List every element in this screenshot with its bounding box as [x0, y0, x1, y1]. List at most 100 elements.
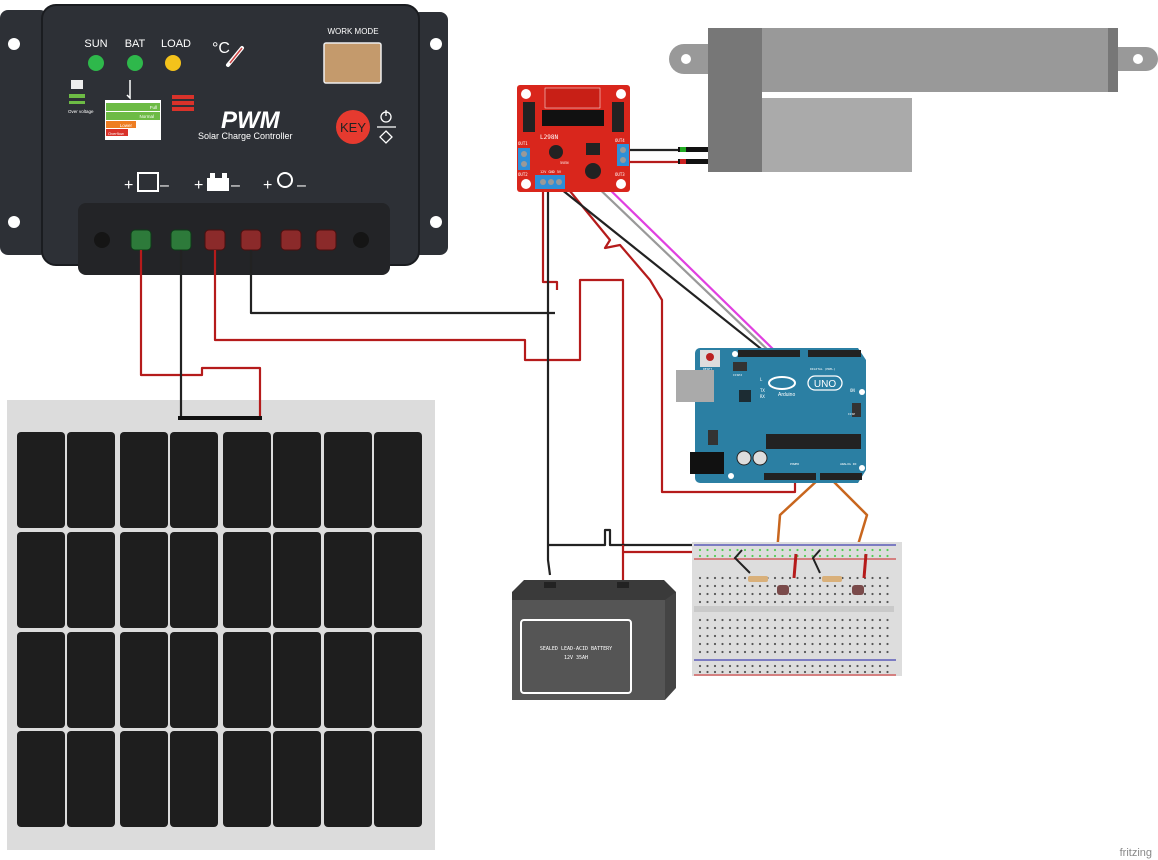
breadboard-hole	[871, 626, 874, 630]
sun-led	[88, 55, 104, 71]
breadboard-hole	[826, 618, 829, 622]
solar-cell	[374, 731, 422, 827]
breadboard-hole	[721, 548, 724, 552]
breadboard-hole	[758, 554, 762, 558]
svg-text:Normal: Normal	[139, 114, 154, 119]
breadboard-hole	[743, 626, 747, 630]
resistor-2	[822, 576, 842, 582]
breadboard-hole	[841, 600, 844, 604]
breadboard-hole	[781, 642, 784, 646]
solar-cell	[374, 432, 422, 528]
breadboard-hole	[871, 634, 874, 638]
svg-text:–: –	[297, 177, 306, 194]
breadboard-hole	[811, 650, 814, 654]
breadboard-hole	[826, 592, 829, 596]
breadboard-hole	[803, 554, 807, 558]
breadboard-hole	[856, 576, 859, 580]
battery-label: SEALED LEAD-ACID BATTERY	[540, 646, 612, 652]
breadboard-hole	[811, 600, 814, 604]
breadboard-hole	[736, 548, 739, 552]
breadboard-hole	[766, 642, 769, 646]
solar-cell	[17, 731, 65, 827]
breadboard-hole	[788, 618, 792, 622]
breadboard-hole	[751, 626, 754, 630]
breadboard-hole	[766, 618, 769, 622]
breadboard-hole	[848, 670, 852, 674]
key-button[interactable]	[336, 110, 370, 144]
breadboard-hole	[863, 670, 867, 674]
breadboard-hole	[766, 584, 769, 588]
breadboard-hole	[698, 670, 702, 674]
breadboard-hole	[833, 600, 837, 604]
breadboard-hole	[698, 626, 702, 630]
breadboard-hole	[773, 548, 777, 552]
breadboard-hole	[886, 576, 889, 580]
breadboard-hole	[743, 664, 747, 668]
breadboard-hole	[736, 576, 739, 580]
breadboard-hole	[751, 554, 754, 558]
breadboard-hole	[698, 650, 702, 654]
breadboard-hole	[863, 548, 867, 552]
breadboard-hole	[758, 618, 762, 622]
breadboard-hole	[871, 554, 874, 558]
breadboard-hole	[848, 592, 852, 596]
breadboard-hole	[878, 592, 882, 596]
svg-text:L: L	[760, 377, 763, 382]
breadboard-hole	[803, 634, 807, 638]
svg-text:–: –	[231, 177, 240, 194]
breadboard-hole	[706, 600, 709, 604]
breadboard-hole	[758, 670, 762, 674]
breadboard-hole	[833, 618, 837, 622]
breadboard-hole	[848, 554, 852, 558]
breadboard-hole	[781, 634, 784, 638]
breadboard-hole	[751, 548, 754, 552]
breadboard-hole	[788, 634, 792, 638]
breadboard-hole	[878, 548, 882, 552]
breadboard-hole	[871, 618, 874, 622]
breadboard-hole	[811, 670, 814, 674]
breadboard-hole	[848, 642, 852, 646]
breadboard-hole	[886, 618, 889, 622]
breadboard-hole	[758, 600, 762, 604]
breadboard-hole	[773, 584, 777, 588]
breadboard-hole	[841, 634, 844, 638]
breadboard-hole	[856, 650, 859, 654]
breadboard-hole	[886, 626, 889, 630]
breadboard-hole	[773, 618, 777, 622]
breadboard-hole	[721, 584, 724, 588]
svg-text:Power: Power	[140, 133, 157, 139]
breadboard-hole	[706, 554, 709, 558]
breadboard-hole	[818, 670, 822, 674]
breadboard-hole	[863, 584, 867, 588]
terminal-symbols: + – + – + –	[124, 172, 306, 194]
breadboard-hole	[721, 554, 724, 558]
breadboard-hole	[871, 584, 874, 588]
breadboard-hole	[773, 626, 777, 630]
breadboard-hole	[796, 664, 799, 668]
breadboard-hole	[736, 642, 739, 646]
solar-cell	[324, 731, 372, 827]
breadboard-hole	[743, 618, 747, 622]
breadboard-hole	[878, 634, 882, 638]
battery-icon	[207, 178, 229, 191]
breadboard-hole	[841, 626, 844, 630]
breadboard-hole	[833, 670, 837, 674]
breadboard-hole	[856, 642, 859, 646]
breadboard-hole	[728, 664, 732, 668]
breadboard-components	[733, 549, 868, 595]
photoresistor-2	[852, 585, 864, 595]
breadboard-hole	[826, 650, 829, 654]
breadboard-hole	[698, 554, 702, 558]
svg-text:OUT1: OUT1	[518, 141, 528, 146]
breadboard	[692, 542, 902, 676]
solar-panel	[7, 400, 435, 850]
arduino-uno: RESET ICSP2 DIGITAL (PWM~) L TX RX ON UN…	[676, 348, 866, 483]
breadboard-hole	[878, 618, 882, 622]
breadboard-hole	[751, 600, 754, 604]
breadboard-hole	[886, 554, 889, 558]
svg-text:+: +	[124, 177, 133, 194]
breadboard-hole	[766, 592, 769, 596]
breadboard-hole	[803, 584, 807, 588]
solar-cell	[170, 632, 218, 728]
breadboard-hole	[848, 584, 852, 588]
